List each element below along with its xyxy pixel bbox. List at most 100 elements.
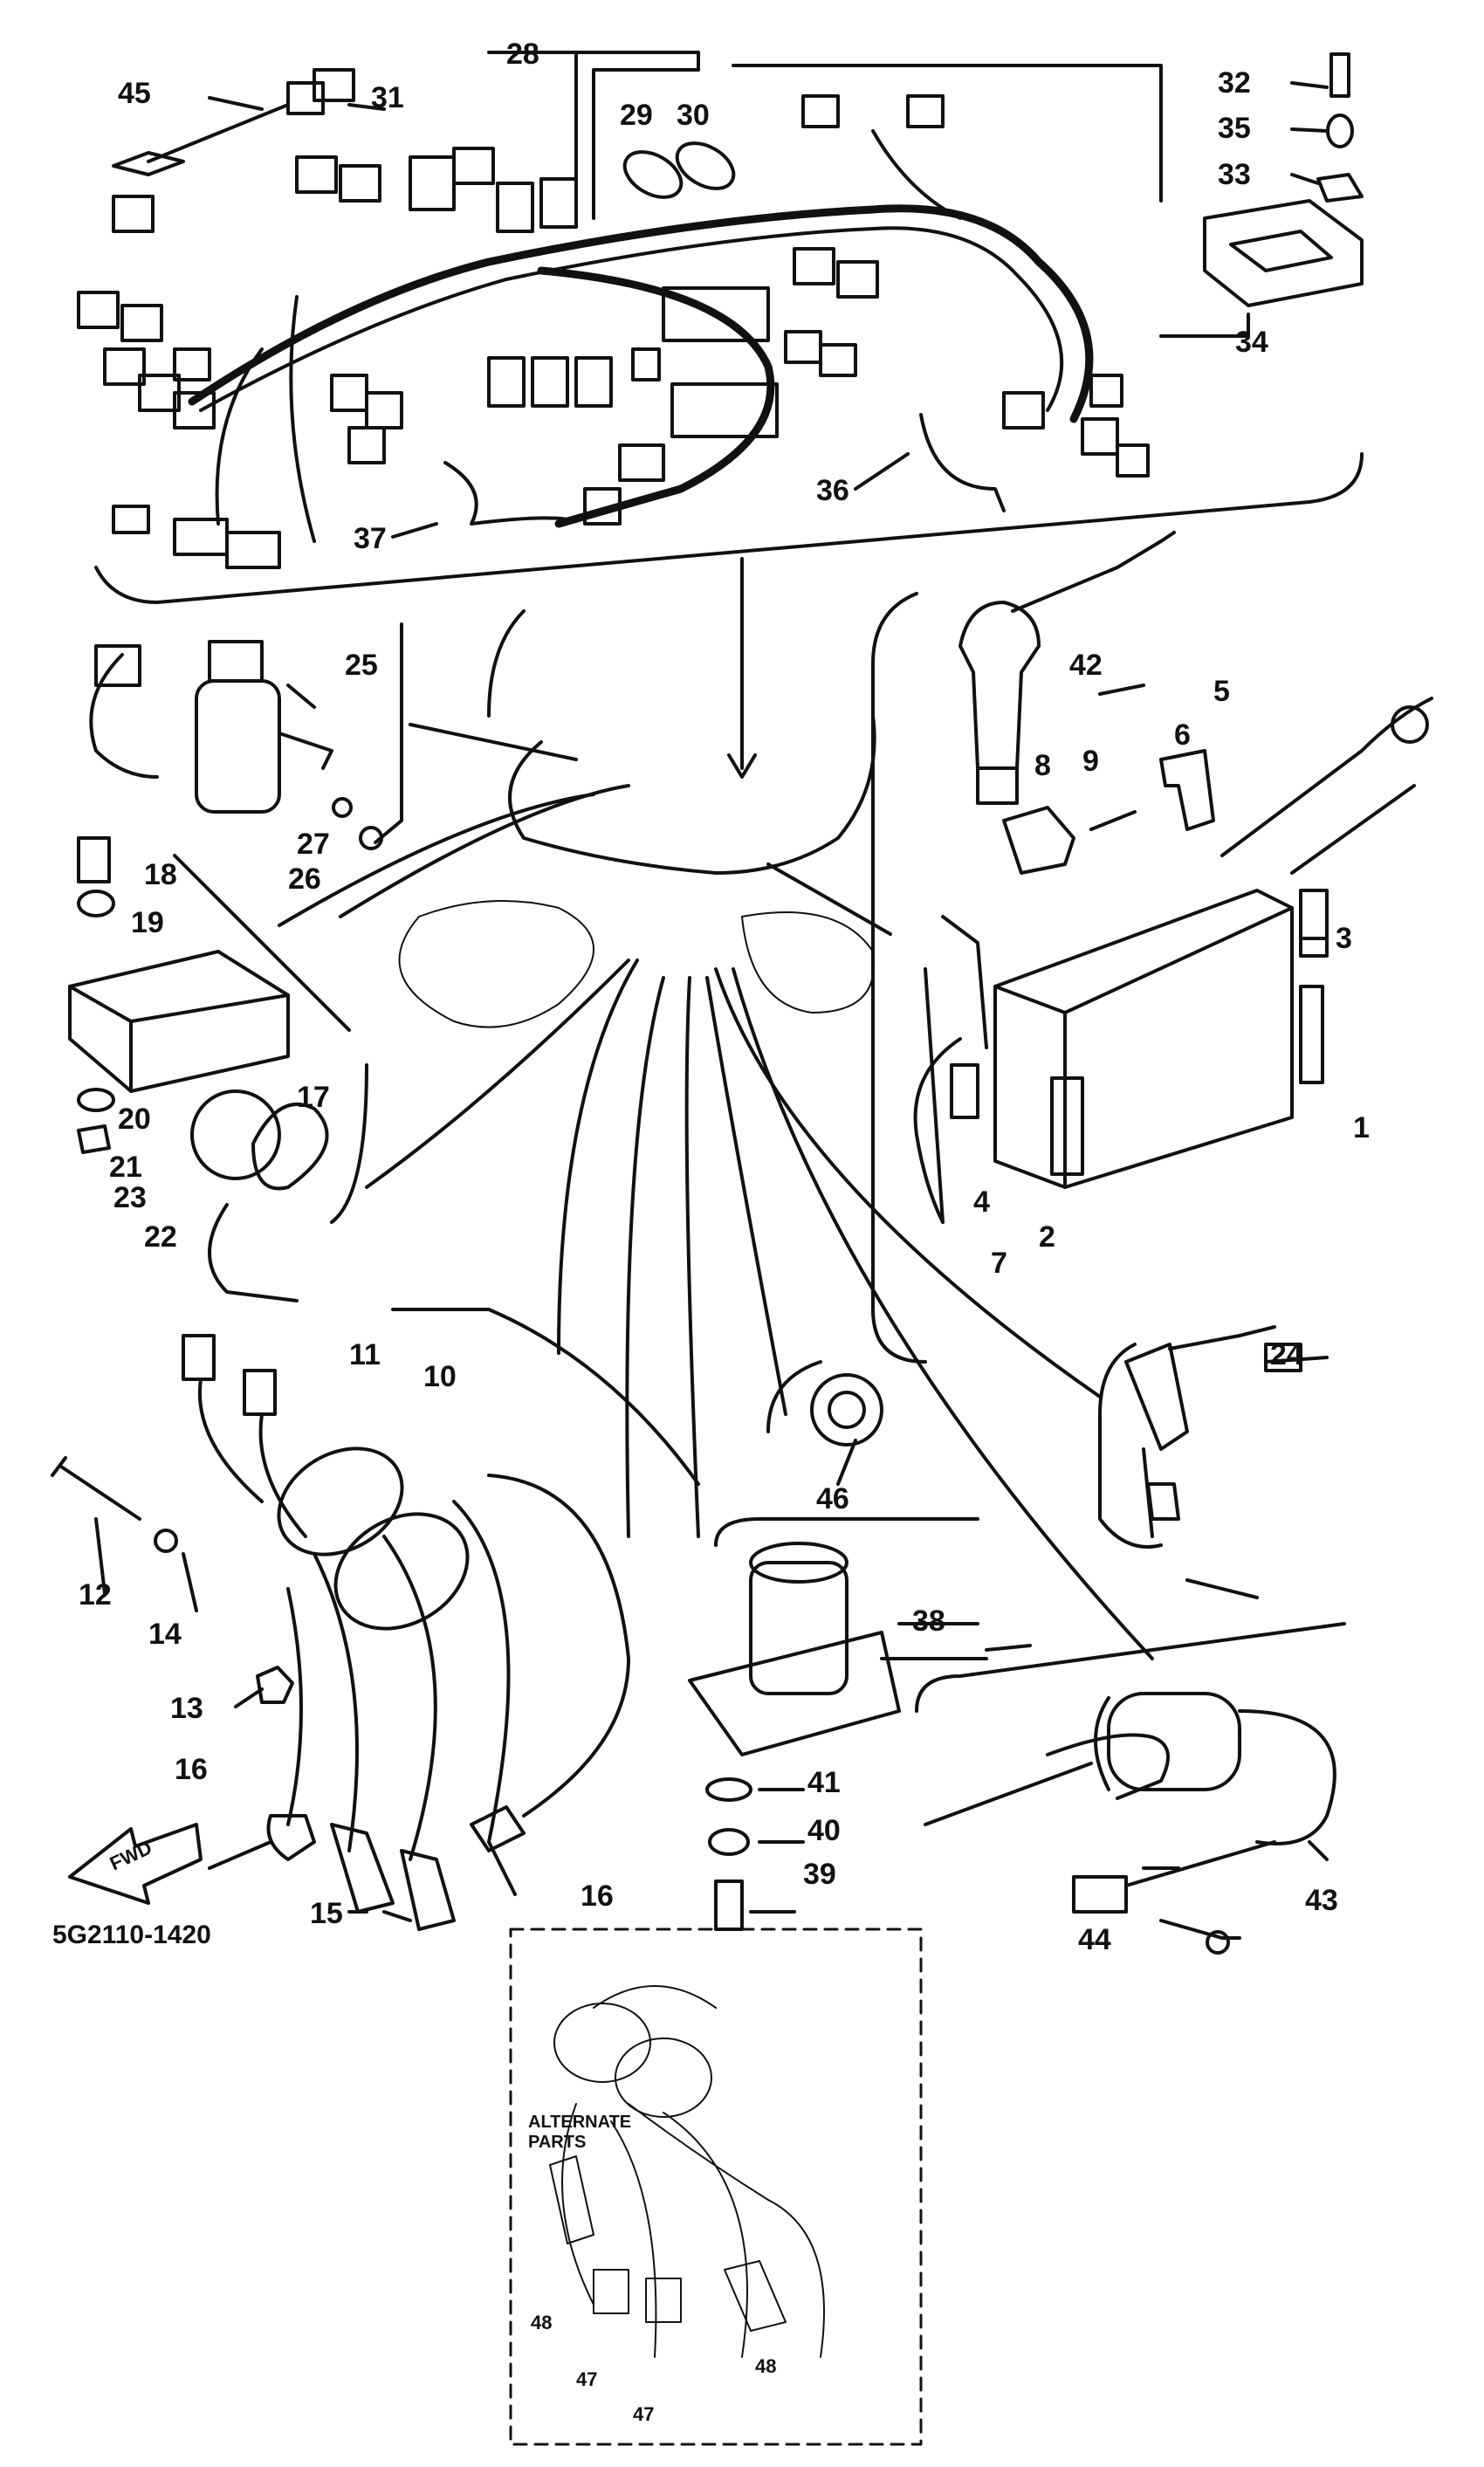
strap-36 <box>919 413 1006 512</box>
callout-23: 23 <box>113 1181 147 1214</box>
callout-38: 38 <box>912 1605 945 1638</box>
callout-11: 11 <box>349 1338 381 1371</box>
nut-13 <box>256 1666 294 1704</box>
bracket-28 <box>487 51 700 72</box>
connector-45 <box>112 151 185 176</box>
bolt-12 <box>51 1456 141 1521</box>
callout-45: 45 <box>118 77 151 110</box>
callout-31: 31 <box>371 81 404 114</box>
washer-41 <box>705 1777 752 1802</box>
callout-42: 42 <box>1069 649 1103 682</box>
callout-9: 9 <box>1082 745 1099 778</box>
alt-cap-48 <box>549 2155 594 2244</box>
callout-2: 2 <box>1039 1220 1055 1254</box>
callout-48b: 48 <box>755 2355 777 2377</box>
coil-group-boundary <box>391 1308 700 1486</box>
callout-39: 39 <box>803 1858 836 1891</box>
coil-10 <box>333 1512 470 1631</box>
callout-15: 15 <box>310 1897 343 1930</box>
callout-26: 26 <box>288 862 321 896</box>
solenoid-43 <box>924 1733 1170 1826</box>
coil-11 <box>277 1447 404 1556</box>
alt-cap-47 <box>593 2269 629 2314</box>
sender-42 <box>958 601 1041 770</box>
callout-41: 41 <box>807 1766 841 1799</box>
relay-38 <box>688 1631 901 1756</box>
callout-47: 47 <box>576 2368 598 2390</box>
callout-3: 3 <box>1336 922 1352 955</box>
callout-22: 22 <box>144 1220 177 1254</box>
callout-28: 28 <box>506 38 539 71</box>
igniter-group-boundary <box>173 854 351 1032</box>
callout-40: 40 <box>807 1814 841 1847</box>
plug-cap-16 <box>266 1814 316 1861</box>
battery-cable-5 <box>1220 697 1433 857</box>
fwd-arrow <box>68 1823 203 1905</box>
callout-24: 24 <box>1270 1338 1303 1371</box>
washer-14 <box>154 1529 178 1553</box>
clamp-46 <box>810 1373 883 1447</box>
part-32 <box>1329 52 1350 98</box>
callout-7: 7 <box>991 1247 1007 1280</box>
callout-46: 46 <box>816 1482 849 1515</box>
strap-37 <box>443 461 569 526</box>
part-30 <box>675 141 736 190</box>
callout-47b: 47 <box>633 2403 655 2425</box>
callout-33: 33 <box>1218 158 1251 191</box>
callout-10: 10 <box>423 1360 457 1393</box>
callout-25: 25 <box>345 649 378 682</box>
callout-43: 43 <box>1305 1884 1338 1917</box>
alternate-parts-label: ALTERNATE PARTS <box>528 2113 631 2153</box>
part-29 <box>622 150 684 199</box>
callout-18: 18 <box>144 858 177 891</box>
plug-cap-16b <box>470 1805 526 1852</box>
bolt-44 <box>1159 1919 1224 1940</box>
harness-group-boundary <box>94 452 1364 604</box>
callout-6: 6 <box>1174 718 1191 752</box>
wire-harness <box>188 204 1094 423</box>
frame-outline <box>487 609 876 875</box>
callout-14: 14 <box>148 1618 182 1651</box>
alt-cap-47b <box>645 2278 682 2323</box>
callout-5: 5 <box>1213 675 1230 708</box>
vent-7 <box>924 967 945 1224</box>
clip-6 <box>1159 749 1215 831</box>
battery-group-boundary <box>871 592 927 1364</box>
alternate-parts-box <box>509 1928 923 2446</box>
callout-19: 19 <box>131 906 164 939</box>
ignition-switch-25 <box>195 679 281 814</box>
bolt-39 <box>714 1879 744 1931</box>
callout-32: 32 <box>1218 66 1251 100</box>
callout-48: 48 <box>531 2312 553 2333</box>
callout-44: 44 <box>1078 1923 1111 1956</box>
washer-40 <box>708 1828 750 1856</box>
callout-36: 36 <box>816 474 849 507</box>
callout-20: 20 <box>118 1103 151 1136</box>
alternate-coils <box>549 1985 825 2358</box>
bolt-9 <box>1089 810 1137 831</box>
pickup-22 <box>251 1103 329 1191</box>
oring-23 <box>190 1089 281 1180</box>
part-33 <box>1316 173 1364 203</box>
switch-group-boundary <box>374 622 403 844</box>
fuse-box-34 <box>1203 199 1364 307</box>
callout-37: 37 <box>354 522 387 555</box>
label-2 <box>1050 1076 1084 1176</box>
callout-8: 8 <box>1034 749 1051 782</box>
callout-4: 4 <box>973 1185 990 1219</box>
alternate-parts-line1: ALTERNATE <box>528 2113 632 2132</box>
igniter-17 <box>68 950 290 1093</box>
callout-29: 29 <box>620 99 653 132</box>
battery-1 <box>993 889 1294 1189</box>
callout-16b: 16 <box>581 1879 614 1913</box>
solenoid-group-boundary <box>714 1517 979 1547</box>
callout-12: 12 <box>79 1578 112 1611</box>
sensor-group-boundary <box>1098 1343 1163 1549</box>
callout-30: 30 <box>677 99 710 132</box>
part-35 <box>1326 113 1354 148</box>
callout-21: 21 <box>109 1151 142 1184</box>
callout-17: 17 <box>297 1081 330 1114</box>
sensor-24 <box>1124 1343 1189 1451</box>
callout-13: 13 <box>170 1692 203 1725</box>
